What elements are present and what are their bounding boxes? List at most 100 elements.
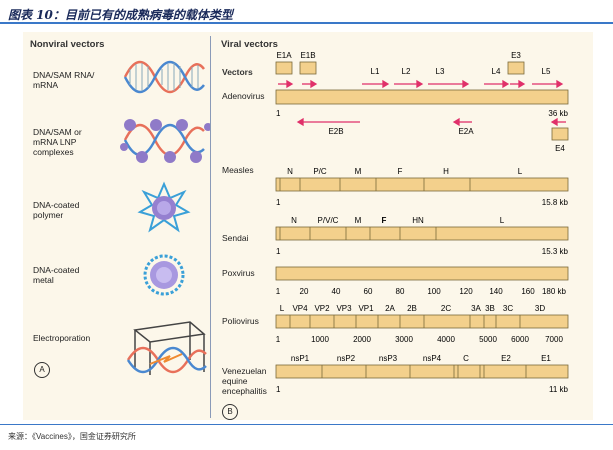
panel-b-marker: B (222, 404, 238, 420)
nonviral-label-metal: DNA-coated metal (33, 265, 80, 285)
poxvirus-tick-0: 1 (276, 287, 281, 296)
nucleic-acid-helix-icon (123, 60, 205, 94)
polio-gene-3b: 3B (485, 304, 495, 313)
vee-start: 1 (276, 385, 281, 394)
footer-rule (0, 424, 613, 425)
polio-gene-vp4: VP4 (292, 304, 308, 313)
vee-gene-nsp3: nsP3 (379, 354, 398, 363)
panel-a-marker: A (34, 362, 50, 378)
vee-name: Venezuelan equine encephalitis (222, 366, 267, 396)
adenovirus-end: 36 kb (548, 109, 568, 118)
polio-gene-3a: 3A (471, 304, 481, 313)
nonviral-heading: Nonviral vectors (30, 39, 105, 50)
vee-gene-nsp1: nsP1 (291, 354, 310, 363)
vee-gene-e1: E1 (541, 354, 551, 363)
poxvirus-tick-5: 100 (427, 287, 441, 296)
adenovirus-map: E1A E1B L1 L2 L3 E3 L4 L5 1 36 kb E2B E2… (275, 51, 569, 153)
polio-tick-1: 1000 (311, 335, 329, 344)
polio-tick-4: 4000 (437, 335, 455, 344)
adenovirus-start: 1 (276, 109, 281, 118)
vee-end: 11 kb (549, 385, 569, 394)
vee-gene-nsp2: nsP2 (337, 354, 356, 363)
poxvirus-tick-6: 120 (459, 287, 473, 296)
polio-gene-vp2: VP2 (314, 304, 330, 313)
polio-gene-3c: 3C (503, 304, 513, 313)
sendai-gene-l: L (500, 216, 505, 225)
measles-gene-pc: P/C (313, 167, 327, 176)
polio-gene-3d: 3D (535, 304, 545, 313)
dna-coated-polymer-icon (137, 181, 191, 233)
poxvirus-tick-1: 20 (300, 287, 309, 296)
gene-label-l1: L1 (371, 67, 380, 76)
gene-label-l2: L2 (402, 67, 411, 76)
sendai-end: 15.3 kb (542, 247, 569, 256)
measles-map: N P/C M F H L 1 15.8 kb (275, 167, 569, 207)
polio-tick-7: 7000 (545, 335, 563, 344)
sendai-gene-f: F (382, 216, 387, 225)
sendai-gene-m: M (355, 216, 362, 225)
measles-gene-f: F (398, 167, 403, 176)
nonviral-icons (120, 60, 210, 375)
poxvirus-tick-2: 40 (332, 287, 341, 296)
sendai-gene-pvc: P/V/C (318, 216, 339, 225)
polio-gene-2b: 2B (407, 304, 417, 313)
vee-gene-e2: E2 (501, 354, 511, 363)
measles-start: 1 (276, 198, 281, 207)
gene-label-l4: L4 (492, 67, 501, 76)
poliovirus-map: L VP4 VP2 VP3 VP1 2A 2B 2C 3A 3B 3C 3D 1… (275, 304, 569, 344)
vee-gene-c: C (463, 354, 469, 363)
electroporation-device-icon (126, 321, 207, 375)
polio-tick-6: 6000 (511, 335, 529, 344)
measles-gene-m: M (355, 167, 362, 176)
sendai-start: 1 (276, 247, 281, 256)
panel-divider (210, 36, 211, 418)
gene-label-e3: E3 (511, 51, 521, 60)
lnp-complex-icon (120, 119, 210, 163)
viral-heading: Viral vectors (221, 39, 278, 50)
figure-title: 图表 10：目前已有的成熟病毒的载体类型 (8, 8, 233, 22)
nonviral-label-polymer: DNA-coated polymer (33, 200, 80, 220)
sendai-name: Sendai (222, 233, 249, 243)
dna-coated-metal-icon (143, 254, 185, 296)
sendai-gene-n: N (291, 216, 297, 225)
poxvirus-name: Poxvirus (222, 268, 255, 278)
sendai-map: N P/V/C M F HN L 1 15.3 kb (275, 216, 569, 256)
polio-gene-l: L (280, 304, 285, 313)
measles-gene-n: N (287, 167, 293, 176)
poxvirus-tick-8: 160 (521, 287, 535, 296)
polio-tick-2: 2000 (353, 335, 371, 344)
polio-tick-0: 1 (276, 335, 281, 344)
nonviral-label-lnp: DNA/SAM or mRNA LNP complexes (33, 127, 82, 157)
nonviral-label-electroporation: Electroporation (33, 333, 91, 343)
gene-label-e1a: E1A (276, 51, 292, 60)
measles-end: 15.8 kb (542, 198, 569, 207)
gene-label-l5: L5 (542, 67, 551, 76)
measles-gene-h: H (443, 167, 449, 176)
vee-gene-nsp4: nsP4 (423, 354, 442, 363)
title-rule (0, 22, 613, 24)
gene-label-e2a: E2A (458, 127, 474, 136)
poxvirus-tick-4: 80 (396, 287, 405, 296)
gene-label-e1b: E1B (300, 51, 315, 60)
polio-gene-vp1: VP1 (358, 304, 374, 313)
sendai-gene-hn: HN (412, 216, 424, 225)
poliovirus-name: Poliovirus (222, 316, 259, 326)
gene-label-e2b: E2B (328, 127, 343, 136)
poxvirus-map: 1 20 40 60 80 100 120 140 160 180 kb (275, 266, 569, 296)
poxvirus-tick-9: 180 kb (542, 287, 567, 296)
polio-gene-2c: 2C (441, 304, 451, 313)
poxvirus-tick-7: 140 (489, 287, 503, 296)
measles-name: Measles (222, 165, 254, 175)
vee-map: nsP1 nsP2 nsP3 nsP4 C E2 E1 1 11 kb (275, 354, 569, 394)
nonviral-label-nucleic-acid: DNA/SAM RNA/ mRNA (33, 70, 95, 90)
vectors-label: Vectors (222, 67, 253, 77)
polio-gene-2a: 2A (385, 304, 395, 313)
figure-source: 来源：《Vaccines》，国金证券研究所 (8, 432, 136, 441)
polio-tick-5: 5000 (479, 335, 497, 344)
poxvirus-tick-3: 60 (364, 287, 373, 296)
polio-gene-vp3: VP3 (336, 304, 352, 313)
measles-gene-l: L (518, 167, 523, 176)
gene-label-l3: L3 (436, 67, 445, 76)
adenovirus-name: Adenovirus (222, 91, 265, 101)
polio-tick-3: 3000 (395, 335, 413, 344)
